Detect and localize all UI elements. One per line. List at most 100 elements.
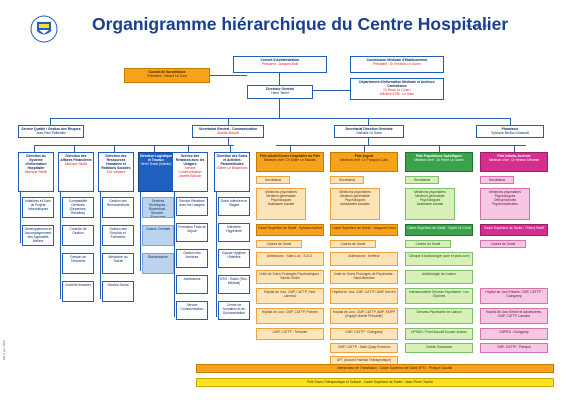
connector [34, 145, 234, 146]
pole-secretariat: Secrétariat [480, 176, 514, 184]
direction-item: Centre de formation et de Documentation [218, 301, 250, 320]
pole-hospital: Hôpital de Jour, CMP, CATTP, AMP, EMPP (… [330, 308, 398, 324]
direction-item: Médecine du Travail [102, 253, 134, 274]
pole-unit: Clinique d'Addictologie (cure et post-cu… [405, 252, 473, 266]
pole-cadre-superieur: Cadre Supérieur de Santé : Jacques Eveno [330, 224, 398, 236]
connector [188, 145, 189, 152]
directeur-title: Directeur Général [266, 87, 294, 91]
pole-unit: Admissions : Saint-Luc - S.A.O. [256, 252, 324, 266]
commission-sub: Président : Dr Frédéric Le Guern [373, 62, 421, 66]
direction-item: Gestion de Trésorerie [62, 253, 94, 274]
pole-cadre-superieur-text: Cadre Supérieur de Santé : Thierry Hoeff [484, 226, 544, 230]
pole-hospital: Hôpital de Jour, CMP, CATTP, Poitevin [256, 308, 324, 324]
direction-item: Gestion des Archives [176, 249, 208, 268]
secdirection-title: Secrétariat Direction Générale [345, 127, 393, 131]
pole-header-text: Médecin chef : Dr Didier Le Moullec [263, 158, 317, 162]
pole-extra: CMP, CATTP : Paimpol [480, 343, 548, 353]
pole-cmp-text: CMPEA : Guingamp [499, 330, 529, 334]
direction-item: Service Social [102, 281, 134, 302]
conseil-surveillance-box: Conseil de Surveillance Président : Géra… [124, 68, 210, 83]
connector [279, 99, 280, 119]
connector [20, 192, 21, 243]
pole-secretariat: Secrétariat [256, 176, 290, 184]
pole-unit-text: Unité de Soins Prolongés de Psychiatrie … [333, 272, 395, 280]
pole-cmp: UPSAD / Point Accueil Ecoute Jeunes [405, 328, 473, 340]
direction-item-label: Gestion des Archives [183, 251, 201, 259]
pole-extra-text: Cellule Suicidants [425, 345, 453, 349]
connector [279, 73, 280, 85]
direction-item-label: Cuisine Centrale [145, 227, 171, 231]
pole-unit-text: Clinique d'Addictologie (cure et post-cu… [408, 254, 470, 258]
directeur-general-box: Directeur Général Henri Teniet [247, 85, 313, 99]
direction-item-label: Services Techniques - Biomédical - Sécur… [148, 199, 168, 218]
direction-item-label: Comptabilité Générale (Dépenses, Recette… [68, 199, 88, 215]
direction-item-label: Service Communication [180, 303, 204, 311]
pole-unit-text: Unité de Soins Prolongés Psychiatriques … [259, 272, 321, 280]
direction-sub: Monique Sibille [24, 170, 48, 174]
connector [174, 192, 175, 317]
pole-staff-item: Psychologues [419, 198, 441, 202]
connector [228, 138, 229, 145]
pole-cadres-sante: Cadres de Santé [256, 240, 302, 248]
pharmacie-sub: Sylviane Bertho-Goasnatt [491, 131, 529, 135]
connector [74, 145, 75, 152]
pole-staff-item: Psychologues [494, 194, 516, 198]
direction-item: Blanchisserie [142, 253, 174, 274]
connector [230, 145, 231, 152]
pole-header-text: Médecin chef : Dr René Le Guern [414, 158, 464, 162]
pole-hospital-text: Hôpital de Jour Enfants, CMP, CATTP : Gu… [485, 290, 543, 298]
connector [276, 145, 526, 146]
pole-hospital: Géronto-Psychiatrie de Liaison [405, 308, 473, 324]
conseil-administration-box: Conseil d'Administration Président : Jac… [233, 56, 327, 73]
service-qualite-box: Service Qualité / Gestion des Risques Je… [18, 125, 84, 138]
direction-item: Développement et Accompagnement des Appl… [22, 225, 54, 246]
pole-hospital-text: Hôpital de Jour Enfant et Adolescents, C… [486, 310, 542, 318]
surveillance-title: Conseil de Surveillance [148, 70, 186, 74]
connector [60, 192, 61, 299]
pole-cadres-sante-text: Cadres de Santé [490, 242, 516, 246]
direction-item: EEO - Radio (Rez-Médical) [218, 275, 250, 294]
qualite-title: Service Qualité / Gestion des Risques [21, 127, 81, 131]
direction-item-label: Gestion des Rémunérations [106, 199, 130, 207]
pole-cadre-superieur: Cadre Supérieur de Santé : Sylvie Le Cor… [405, 224, 473, 236]
pole-staff-item: Assistante sociale [267, 202, 295, 206]
connector [364, 145, 365, 152]
pole-cadre-superieur-text: Cadre Supérieur de Santé : Sylvie Le Cor… [407, 226, 471, 230]
pole-unit: Unité de Soins Prolongés Psychiatriques … [256, 270, 324, 284]
pole-staff-item: Assistantes sociales [340, 202, 370, 206]
pole-unit-text: Addictologie de Liaison [422, 272, 456, 276]
coat-of-arms-icon [30, 15, 58, 43]
direction-item-label: Blanchisserie [148, 255, 168, 259]
pole-hospital: Intersectorielle Géronto-Psychiatrie : L… [405, 288, 473, 304]
pole-cadres-sante-text: Cadres de Santé [415, 242, 441, 246]
connector [34, 145, 35, 152]
pole-hospital: Hôpital de Jour Enfant et Adolescents, C… [480, 308, 548, 324]
pole-hospital-text: Géronto-Psychiatrie de Liaison [416, 310, 462, 314]
pole-header-text: Pôle Infanto-Juvénile [497, 154, 531, 158]
direction-title: Service des Relations avec les Usagers [175, 154, 205, 166]
direction-item-label: Formation Frais de Séjour [178, 225, 206, 233]
pole-cmp: CMPEA : Guingamp [480, 328, 548, 340]
conseil-sub: Président : Jacques Wolf [261, 62, 299, 66]
direction-item: Initiatives et Suivi de Projets Informat… [22, 197, 54, 218]
qualite-sub: Jean-Paul Pailleriste [35, 131, 67, 135]
pole-header-text: Pôle Argoat [354, 154, 374, 158]
direction-title: Direction Logistique et Travaux [140, 154, 172, 162]
direction-item: Cuisine Centrale [142, 225, 174, 246]
connector [210, 75, 247, 76]
pole-cmp: CMP, CATTP : Trésorier [256, 328, 324, 340]
pole-hospital-text: Hôpital de Jour, CMP, CATTP, AMP, Kerven [332, 290, 396, 294]
connector [216, 192, 217, 317]
pole-staff-item: Médecins psychiatres [339, 190, 371, 194]
pole-hospital: Hôpital de Jour, CMP, CATTP, Sect. Lanvé… [256, 288, 324, 304]
direction-item-label: Médecine du Travail [108, 255, 128, 263]
direction-item: Contrôle financier [62, 281, 94, 302]
intersecteur-bar: Intersecteur de Transfusion : Cadre Supé… [196, 364, 554, 373]
pole-secretariat-text: Secrétariat [414, 178, 430, 182]
direction-item-label: Contrôle financier [65, 283, 91, 287]
pole-staff-item: Assistante sociale [416, 202, 444, 206]
